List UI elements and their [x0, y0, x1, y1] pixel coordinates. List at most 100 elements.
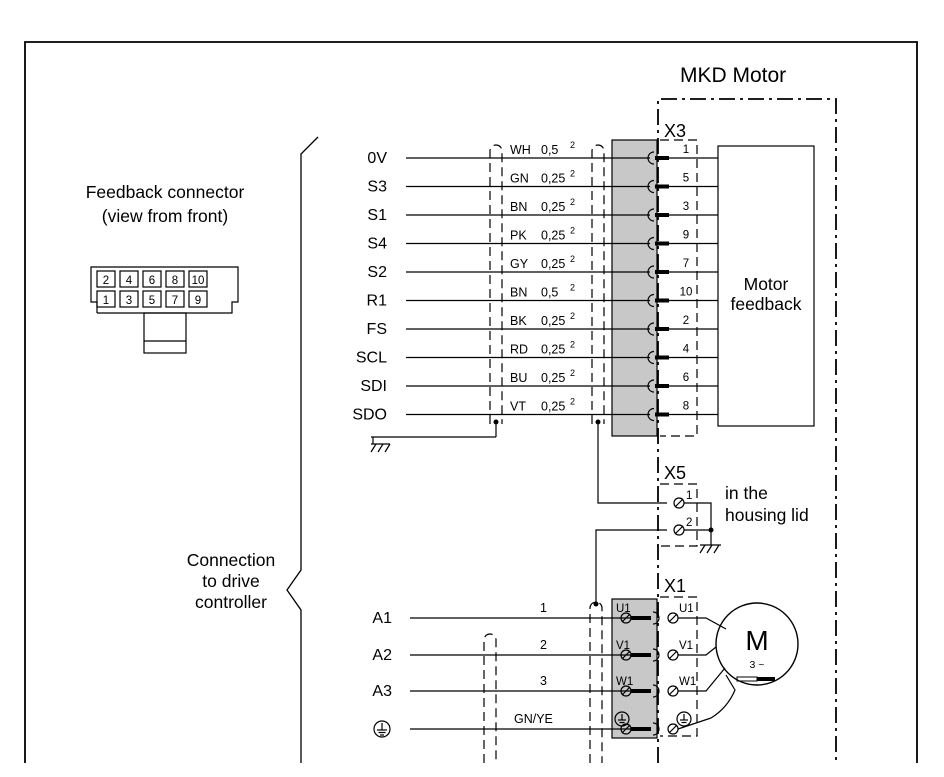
power-wire-label: 3 — [540, 674, 547, 688]
feedback-signal-label: S4 — [367, 236, 387, 253]
x3-pin-number: 1 — [683, 144, 689, 156]
feedback-signal-label: S3 — [367, 179, 387, 196]
power-signal-label: A2 — [372, 647, 392, 664]
motor-phase: 3 ~ — [750, 659, 765, 671]
wire-size-label: 0,25 — [541, 371, 565, 385]
wire-color-label: GN — [510, 172, 529, 186]
feedback-signal-label: SDO — [352, 407, 387, 424]
x3-pin-number: 10 — [680, 287, 693, 299]
controller-label-line3: controller — [195, 592, 267, 612]
feedback-signal-label: S1 — [367, 207, 387, 224]
wire-size-superscript: 2 — [570, 283, 575, 293]
x1-plug-shaded — [611, 598, 658, 739]
wire-size-label: 0,25 — [541, 400, 565, 414]
x5-connector: X5 1 2 in the housing lid — [595, 463, 809, 604]
x3-label: X3 — [664, 121, 686, 141]
feedback-signal-label: SDI — [360, 378, 387, 395]
x5-label: X5 — [664, 463, 686, 483]
feedback-signal-label: SCL — [356, 350, 387, 367]
x1-motor-terminal-label: W1 — [679, 676, 696, 688]
x3-connector: X3 — [611, 121, 698, 437]
power-wire-label: 1 — [540, 601, 547, 615]
feedback-wire: R1 BN 0,5 2 10 — [367, 283, 718, 310]
connector-pin: 10 — [192, 275, 205, 287]
wire-size-superscript: 2 — [570, 340, 575, 350]
x1-motor-terminal-label: U1 — [679, 603, 694, 615]
wire-size-superscript: 2 — [570, 397, 575, 407]
motor-feedback-box — [717, 145, 815, 427]
x3-pin-number: 9 — [683, 230, 689, 242]
x3-pin-number: 7 — [683, 258, 689, 270]
x3-pin-number: 8 — [683, 401, 689, 413]
connector-pin: 5 — [149, 295, 155, 307]
feedback-wire: 0V WH 0,5 2 1 — [367, 140, 718, 167]
x5-pin1: 1 — [686, 490, 692, 502]
connector-pin: 7 — [172, 295, 178, 307]
wire-size-label: 0,25 — [541, 200, 565, 214]
connector-latch — [143, 312, 187, 354]
connector-pin: 3 — [126, 295, 132, 307]
wire-color-label: BU — [510, 371, 527, 385]
motor-feedback-line2: feedback — [730, 294, 801, 314]
connector-pin: 2 — [103, 275, 109, 287]
wire-size-superscript: 2 — [570, 140, 575, 150]
feedback-signal-label: R1 — [367, 293, 388, 310]
wire-size-label: 0,25 — [541, 257, 565, 271]
feedback-wire: SCL RD 0,25 2 4 — [356, 340, 718, 367]
power-wire-label: GN/YE — [514, 712, 553, 726]
feedback-signal-label: FS — [367, 321, 387, 338]
wire-size-label: 0,25 — [541, 343, 565, 357]
connector-pin: 9 — [195, 295, 201, 307]
feedback-cable-shield — [489, 144, 605, 424]
wire-size-superscript: 2 — [570, 197, 575, 207]
x3-pin-number: 4 — [683, 344, 690, 356]
wire-size-label: 0,5 — [541, 143, 558, 157]
diagram-frame — [24, 41, 918, 763]
wire-size-superscript: 2 — [570, 169, 575, 179]
power-cable-shield — [483, 601, 603, 763]
wire-color-label: BN — [510, 286, 527, 300]
wire-color-label: BK — [510, 314, 527, 328]
power-wire-label: 2 — [540, 638, 547, 652]
power-signal-label: A1 — [372, 610, 392, 627]
wire-size-label: 0,5 — [541, 286, 558, 300]
wire-color-label: WH — [510, 143, 531, 157]
power-wire: A2 2 V1 V1 — [372, 638, 717, 664]
wire-size-superscript: 2 — [570, 226, 575, 236]
x1-plug-terminal-label: W1 — [616, 676, 633, 688]
wire-size-label: 0,25 — [541, 172, 565, 186]
x1-label: X1 — [664, 576, 686, 596]
wire-size-superscript: 2 — [570, 368, 575, 378]
wire-size-label: 0,25 — [541, 314, 565, 328]
feedback-caption-line1: Feedback connector — [86, 182, 245, 202]
motor-symbol: M 3 ~ — [710, 602, 799, 719]
x3-pin-number: 6 — [683, 372, 689, 384]
x3-pin-number: 2 — [683, 315, 689, 327]
x1-plug-terminal-label: V1 — [616, 640, 630, 652]
controller-brace — [286, 136, 319, 763]
connector-body — [90, 266, 239, 314]
motor-feedback-line1: Motor — [744, 274, 789, 294]
connector-pin: 1 — [103, 295, 109, 307]
x5-pin2: 2 — [686, 517, 692, 529]
power-wire: A3 3 W1 W1 — [372, 667, 726, 700]
motor-title: MKD Motor — [680, 64, 786, 87]
feedback-caption-line2: (view from front) — [102, 206, 228, 226]
power-signal-label: A3 — [372, 683, 392, 700]
wire-size-label: 0,25 — [541, 229, 565, 243]
wire-color-label: RD — [510, 343, 528, 357]
x3-plug-shaded — [611, 139, 658, 437]
feedback-signal-label: 0V — [367, 150, 387, 167]
controller-label-line2: to drive — [202, 571, 259, 591]
x1-motor-terminal-label: V1 — [679, 640, 693, 652]
connector-pin: 8 — [172, 275, 178, 287]
